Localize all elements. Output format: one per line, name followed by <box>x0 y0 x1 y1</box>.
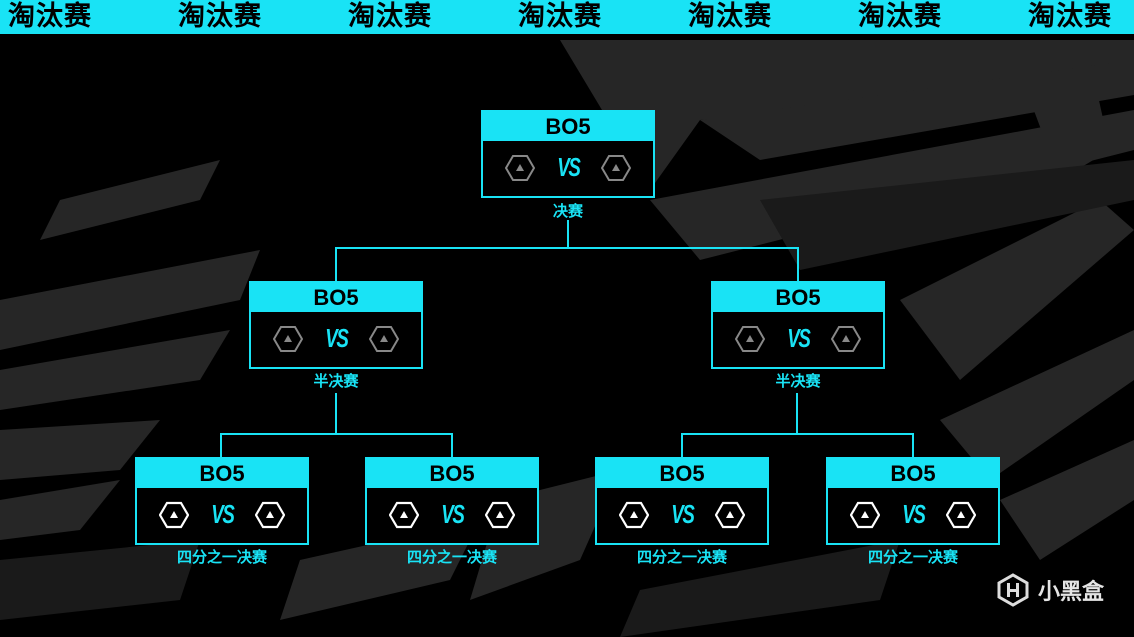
team-placeholder-icon <box>369 325 399 352</box>
round-label-quarter: 四分之一决赛 <box>176 548 267 566</box>
banner-text: 淘汰赛 <box>688 1 772 32</box>
team-placeholder-icon <box>735 325 765 352</box>
round-label-quarter: 四分之一决赛 <box>867 548 958 566</box>
match-quarter-3[interactable]: BO5 VS <box>595 457 769 545</box>
vs-label: VS <box>556 152 581 182</box>
banner-text: 淘汰赛 <box>348 1 432 32</box>
watermark: 小黑盒 <box>996 573 1104 607</box>
heybox-logo-icon <box>997 573 1029 607</box>
banner-text: 淘汰赛 <box>518 1 602 32</box>
team-placeholder-icon <box>619 501 649 528</box>
watermark-text: 小黑盒 <box>1037 580 1104 605</box>
team-placeholder-icon <box>715 501 745 528</box>
match-format: BO5 <box>137 459 307 488</box>
team-placeholder-icon <box>255 501 285 528</box>
vs-label: VS <box>440 499 465 529</box>
match-format: BO5 <box>367 459 537 488</box>
match-format: BO5 <box>597 459 767 488</box>
match-format: BO5 <box>828 459 998 488</box>
match-semi-right[interactable]: BO5 VS <box>711 281 885 369</box>
match-quarter-2[interactable]: BO5 VS <box>365 457 539 545</box>
team-placeholder-icon <box>831 325 861 352</box>
team-placeholder-icon <box>273 325 303 352</box>
round-label-semi: 半决赛 <box>775 372 821 390</box>
round-label-final: 决赛 <box>552 202 583 220</box>
vs-label: VS <box>324 323 349 353</box>
match-format: BO5 <box>251 283 421 312</box>
match-quarter-4[interactable]: BO5 VS <box>826 457 1000 545</box>
vs-label: VS <box>786 323 811 353</box>
round-label-quarter: 四分之一决赛 <box>406 548 497 566</box>
vs-label: VS <box>901 499 926 529</box>
team-placeholder-icon <box>159 501 189 528</box>
match-format: BO5 <box>483 112 653 141</box>
match-format: BO5 <box>713 283 883 312</box>
match-semi-left[interactable]: BO5 VS <box>249 281 423 369</box>
match-final[interactable]: BO5 VS <box>481 110 655 198</box>
banner-text: 淘汰赛 <box>1028 1 1112 32</box>
match-quarter-1[interactable]: BO5 VS <box>135 457 309 545</box>
banner-text: 淘汰赛 <box>858 1 942 32</box>
banner-text: 淘汰赛 <box>8 1 92 32</box>
team-placeholder-icon <box>485 501 515 528</box>
banner-text: 淘汰赛 <box>178 1 262 32</box>
team-placeholder-icon <box>850 501 880 528</box>
team-placeholder-icon <box>946 501 976 528</box>
team-placeholder-icon <box>601 154 631 181</box>
team-placeholder-icon <box>505 154 535 181</box>
top-banner: 淘汰赛 淘汰赛 淘汰赛 淘汰赛 淘汰赛 淘汰赛 淘汰赛 <box>0 0 1134 34</box>
vs-label: VS <box>210 499 235 529</box>
team-placeholder-icon <box>389 501 419 528</box>
round-label-quarter: 四分之一决赛 <box>636 548 727 566</box>
vs-label: VS <box>670 499 695 529</box>
round-label-semi: 半决赛 <box>313 372 359 390</box>
